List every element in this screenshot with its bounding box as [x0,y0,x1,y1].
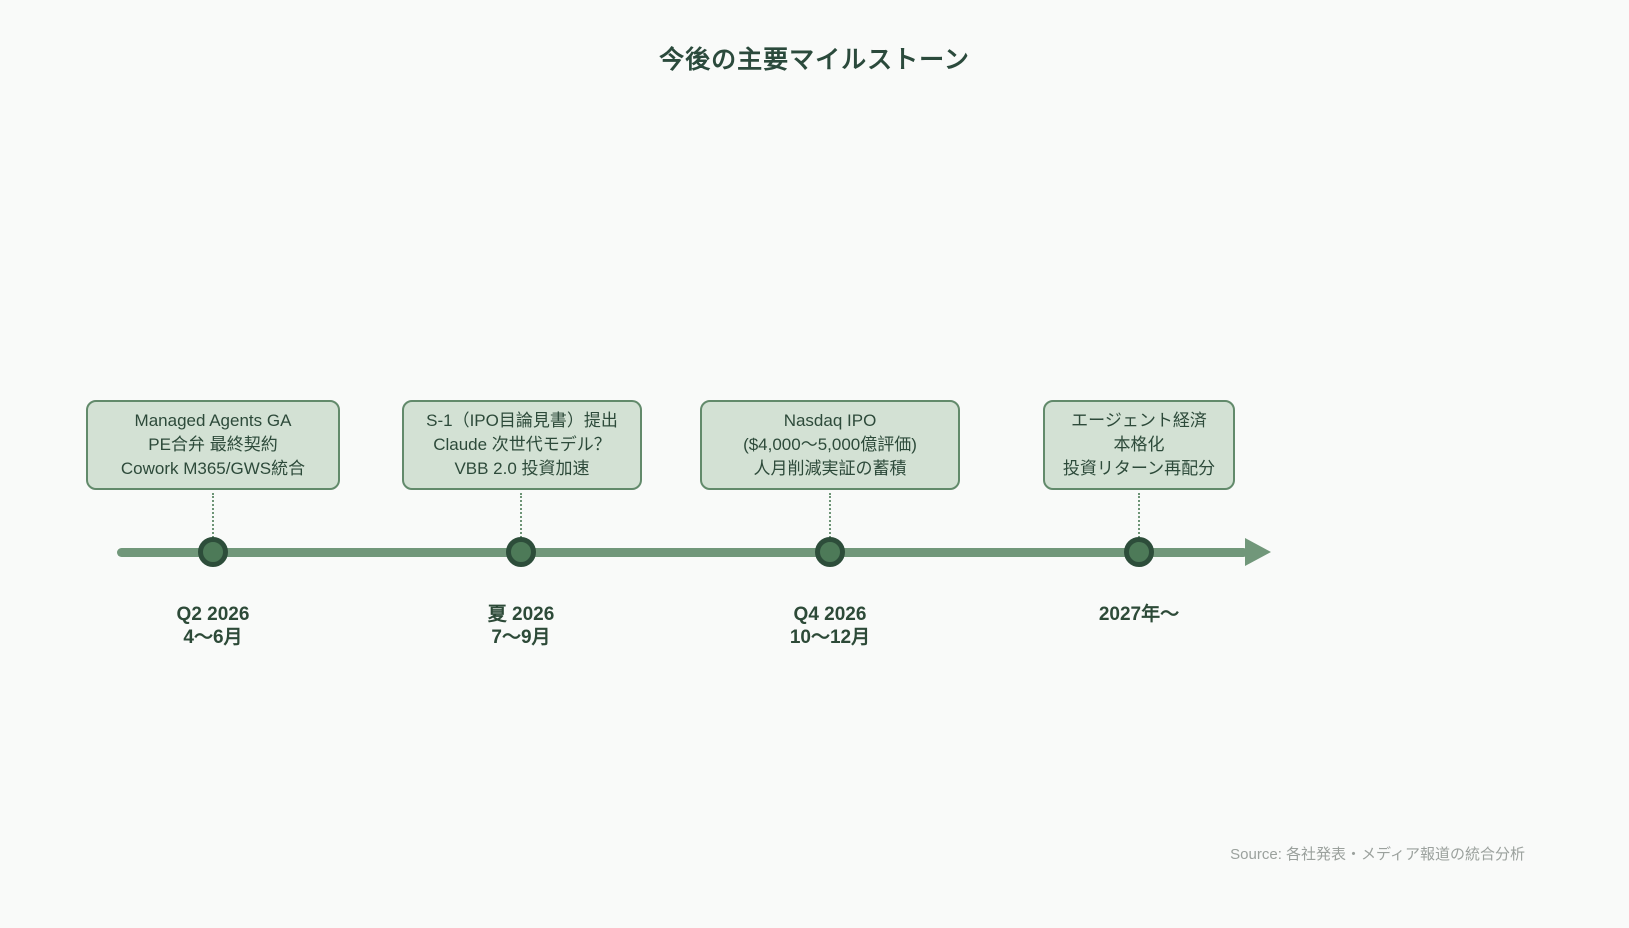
milestone-line: PE合弁 最終契約 [148,435,278,454]
page-title: 今後の主要マイルストーン [659,46,970,74]
milestone-line: ($4,000〜5,000億評価) [743,435,917,454]
timeline-axis [117,548,1248,557]
milestone-box-summer-2026: S-1（IPO目論見書）提出 Claude 次世代モデル？ VBB 2.0 投資… [402,400,642,490]
milestone-line: エージェント経済 [1071,411,1207,430]
date-line: 7〜9月 [491,627,551,648]
date-line: 10〜12月 [789,627,871,648]
milestone-line: Nasdaq IPO [783,411,877,430]
connector-line [520,493,522,538]
timeline-dot-2027 [1124,537,1154,567]
milestone-line: Claude 次世代モデル？ [433,435,611,454]
milestone-box-2027: エージェント経済 本格化 投資リターン再配分 [1043,400,1235,490]
connector-line [212,493,214,538]
date-line: Q2 2026 [176,604,250,625]
milestone-line: VBB 2.0 投資加速 [454,459,590,478]
timeline-dot-q4-2026 [815,537,845,567]
milestone-line: 本格化 [1113,435,1165,454]
source-note: Source: 各社発表・メディア報道の統合分析 [1230,846,1525,863]
date-line: 4〜6月 [183,627,243,648]
connector-line [1138,493,1140,538]
milestone-line: S-1（IPO目論見書）提出 [426,411,618,430]
date-label-q2-2026: Q2 2026 4〜6月 [103,603,323,649]
timeline-arrowhead-icon [1245,538,1271,566]
milestone-box-q2-2026: Managed Agents GA PE合弁 最終契約 Cowork M365/… [86,400,340,490]
date-line: 2027年〜 [1098,604,1180,625]
connector-line [829,493,831,538]
date-line: Q4 2026 [793,604,867,625]
milestone-line: 人月削減実証の蓄積 [753,459,907,478]
date-label-q4-2026: Q4 2026 10〜12月 [720,603,940,649]
date-label-summer-2026: 夏 2026 7〜9月 [411,603,631,649]
milestone-line: 投資リターン再配分 [1062,459,1216,478]
milestone-box-q4-2026: Nasdaq IPO ($4,000〜5,000億評価) 人月削減実証の蓄積 [700,400,960,490]
timeline-dot-summer-2026 [506,537,536,567]
timeline-dot-q2-2026 [198,537,228,567]
date-line: 夏 2026 [487,604,555,625]
date-label-2027: 2027年〜 [1029,603,1249,626]
milestone-line: Managed Agents GA [134,411,292,430]
milestone-line: Cowork M365/GWS統合 [120,459,306,478]
